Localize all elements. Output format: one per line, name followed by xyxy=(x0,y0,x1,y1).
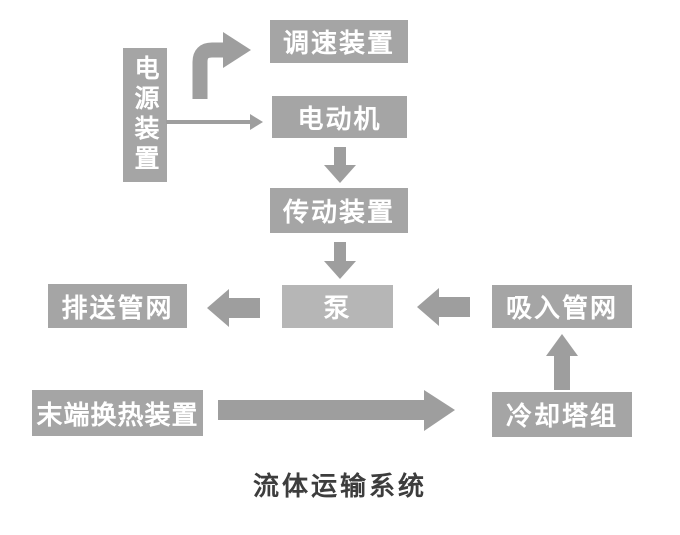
arrow-suction-to-pump-icon xyxy=(417,288,470,326)
node-electric-motor: 电动机 xyxy=(272,96,407,138)
arrow-power-to-speed-icon xyxy=(192,32,251,99)
node-speed-control: 调速装置 xyxy=(270,20,408,63)
node-discharge-pipe-network: 排送管网 xyxy=(48,284,187,328)
node-power-supply: 电源装置 xyxy=(123,48,167,182)
node-terminal-heat-exchanger: 末端换热装置 xyxy=(32,390,203,436)
arrow-terminal-to-cooling-icon xyxy=(218,390,455,431)
arrow-motor-to-transmission-icon xyxy=(324,147,356,183)
node-cooling-tower-group: 冷却塔组 xyxy=(492,392,632,437)
arrow-pump-to-discharge-icon xyxy=(207,289,260,327)
node-suction-pipe-network: 吸入管网 xyxy=(492,285,632,328)
arrow-power-to-motor-icon xyxy=(166,114,263,130)
node-transmission: 传动装置 xyxy=(270,188,408,233)
arrow-cooling-to-suction-icon xyxy=(546,334,578,390)
diagram-caption: 流体运输系统 xyxy=(252,472,427,502)
arrow-transmission-to-pump-icon xyxy=(324,242,356,279)
node-pump: 泵 xyxy=(282,285,393,328)
